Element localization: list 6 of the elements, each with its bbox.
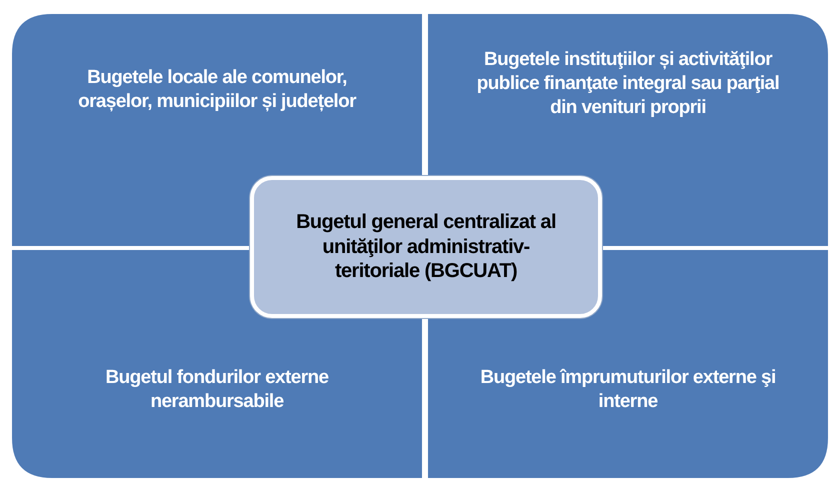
node-text: Bugetul fondurilor externe nerambursabile [104, 366, 330, 414]
node-text: Bugetele instituţiilor și activităţilor publice finanţate integral sau parţial din venituri proprii [476, 48, 780, 120]
center-box [250, 176, 602, 318]
node-text: Bugetele locale ale comunelor, orașelor, municipiilor și județelor [77, 66, 358, 114]
node-text: Bugetele împrumuturilor externe şi interne [479, 366, 777, 414]
node-text: Bugetul general centralizat al unităţilor administrativ-teritoriale (BGCUAT) [295, 210, 557, 284]
